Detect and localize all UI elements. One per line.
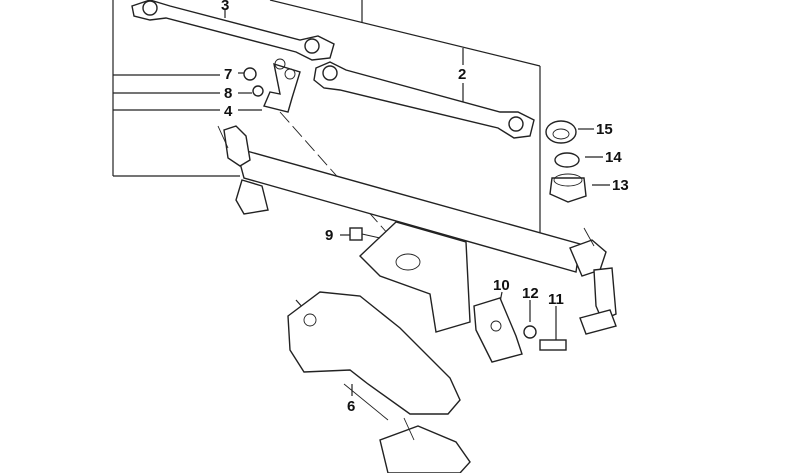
label-part-13[interactable]: 13 xyxy=(612,177,629,194)
wiper-motor xyxy=(379,417,471,473)
label-part-15[interactable]: 15 xyxy=(596,121,613,138)
label-part-9[interactable]: 9 xyxy=(325,227,333,244)
label-part-4[interactable]: 4 xyxy=(224,103,233,120)
label-part-11[interactable]: 11 xyxy=(548,291,564,308)
push-rod-2 xyxy=(313,61,535,139)
part-labels: 3 2 7 8 4 15 14 13 9 10 12 11 6 xyxy=(221,0,629,415)
label-part-12[interactable]: 12 xyxy=(522,285,539,302)
bracket-10-washer-12-bolt-11 xyxy=(473,297,567,363)
bushings-13-14-15 xyxy=(545,120,587,203)
label-part-10[interactable]: 10 xyxy=(493,277,510,294)
label-part-6[interactable]: 6 xyxy=(347,398,355,415)
label-part-8[interactable]: 8 xyxy=(224,85,232,102)
label-part-14[interactable]: 14 xyxy=(605,149,622,166)
wiper-frame-tube xyxy=(217,125,617,335)
label-part-2[interactable]: 2 xyxy=(458,66,466,83)
push-rod-3 xyxy=(131,0,335,61)
motor-cover-6 xyxy=(287,291,461,421)
label-part-7[interactable]: 7 xyxy=(224,66,232,83)
label-part-3[interactable]: 3 xyxy=(221,0,229,14)
bolt-9 xyxy=(349,227,381,241)
small-parts-7-8-4 xyxy=(243,58,301,113)
